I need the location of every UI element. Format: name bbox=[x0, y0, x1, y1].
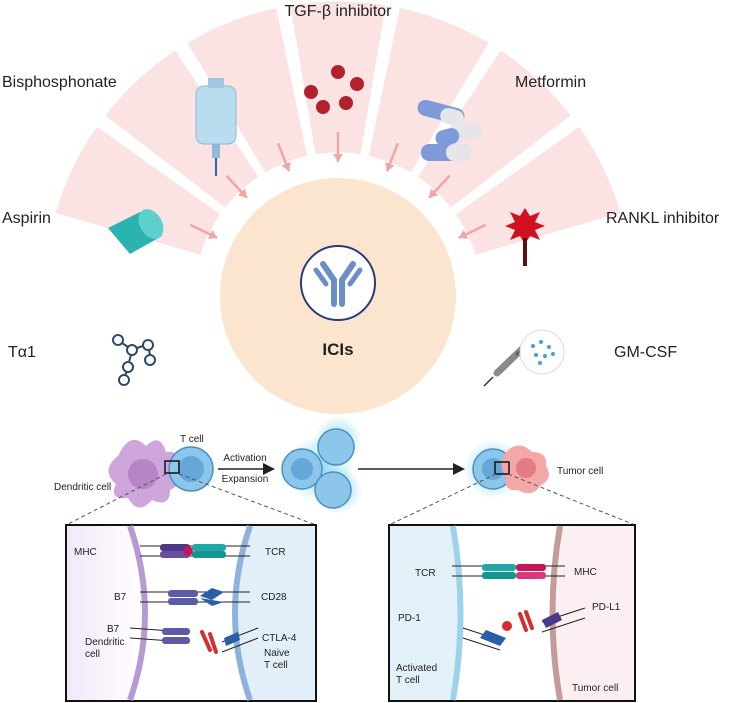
tcr-label-left: TCR bbox=[265, 547, 286, 558]
zoom-line-right-b bbox=[507, 473, 636, 526]
arrowhead-tgf bbox=[333, 154, 343, 162]
capsules-icon bbox=[417, 99, 483, 161]
synapse-zoom-box-left bbox=[164, 460, 180, 474]
synapse-zoom-box-right bbox=[494, 461, 510, 475]
dendritic-cell-label: Dendritic cell bbox=[54, 482, 111, 493]
tcr-label-right: TCR bbox=[415, 568, 436, 579]
tumor-cell-label: Tumor cell bbox=[557, 466, 603, 477]
arrowhead-gmcsf bbox=[458, 229, 469, 239]
bisphosphonate-label: Bisphosphonate bbox=[2, 74, 117, 91]
mhc-label-left: MHC bbox=[74, 547, 97, 558]
tgf-beta-inhibitor-label: TGF-β inhibitor bbox=[285, 3, 393, 20]
zoom-line-right-a bbox=[388, 473, 497, 526]
mhc-label-right: MHC bbox=[574, 567, 597, 578]
expansion-label: Expansion bbox=[222, 474, 269, 485]
segment-rankl bbox=[413, 46, 575, 212]
inward-arrows bbox=[189, 132, 487, 239]
antibody-icon bbox=[300, 245, 376, 321]
arrowhead-bisphosphonate bbox=[281, 161, 291, 172]
t-cell-label: T cell bbox=[180, 434, 204, 445]
activation-label: Activation bbox=[223, 453, 266, 464]
arrowhead-ta1 bbox=[207, 229, 218, 239]
segment-bisphosphonate bbox=[183, 4, 311, 177]
synapse-detail-right bbox=[388, 524, 636, 702]
ici-label: ICIs bbox=[322, 340, 353, 359]
segment-aspirin bbox=[101, 46, 263, 212]
cd28-label: CD28 bbox=[261, 592, 287, 603]
red-star-icon bbox=[505, 208, 545, 266]
drug-segment-ring bbox=[51, 0, 625, 259]
expanded-t-cells bbox=[281, 416, 362, 514]
aspirin-label: Aspirin bbox=[2, 210, 51, 227]
tumor-cell-label-right: Tumor cell bbox=[572, 683, 618, 694]
activated-line1: Activated bbox=[396, 663, 437, 674]
syringe-icon bbox=[483, 329, 565, 387]
segment-ta1 bbox=[51, 122, 225, 259]
naive-line2: T cell bbox=[264, 660, 288, 671]
segment-gmcsf bbox=[451, 122, 625, 259]
gm-csf-label: GM-CSF bbox=[614, 344, 677, 361]
zoom-line-left-b bbox=[178, 473, 317, 526]
molecule-icon bbox=[112, 334, 156, 386]
ctla4-label: CTLA-4 bbox=[262, 633, 297, 644]
tumor-cell bbox=[501, 445, 549, 494]
b7-label-b: B7 bbox=[107, 624, 120, 635]
arrowhead-metformin bbox=[385, 161, 395, 172]
ta1-label: Tα1 bbox=[8, 344, 36, 361]
activated-line2: T cell bbox=[396, 675, 420, 686]
metformin-label: Metformin bbox=[515, 74, 586, 91]
dendritic-line2: cell bbox=[85, 649, 100, 660]
synapse-detail-left bbox=[65, 524, 317, 702]
red-pills-icon bbox=[304, 65, 364, 114]
dendritic-line1: Dendritic bbox=[85, 637, 124, 648]
zoom-line-left-a bbox=[65, 473, 167, 526]
t-cell bbox=[168, 446, 214, 492]
arrowhead-rankl bbox=[429, 188, 439, 198]
rankl-inhibitor-label: RANKL inhibitor bbox=[606, 210, 720, 227]
teal-tablet-icon bbox=[108, 209, 164, 254]
b7-label-a: B7 bbox=[114, 592, 127, 603]
pd1-label: PD-1 bbox=[398, 613, 421, 624]
pdl1-label: PD-L1 bbox=[592, 602, 621, 613]
segment-metformin bbox=[365, 4, 493, 177]
arrowhead-aspirin bbox=[237, 188, 247, 198]
iv-bag-icon bbox=[195, 78, 237, 176]
naive-line1: Naive bbox=[264, 648, 290, 659]
